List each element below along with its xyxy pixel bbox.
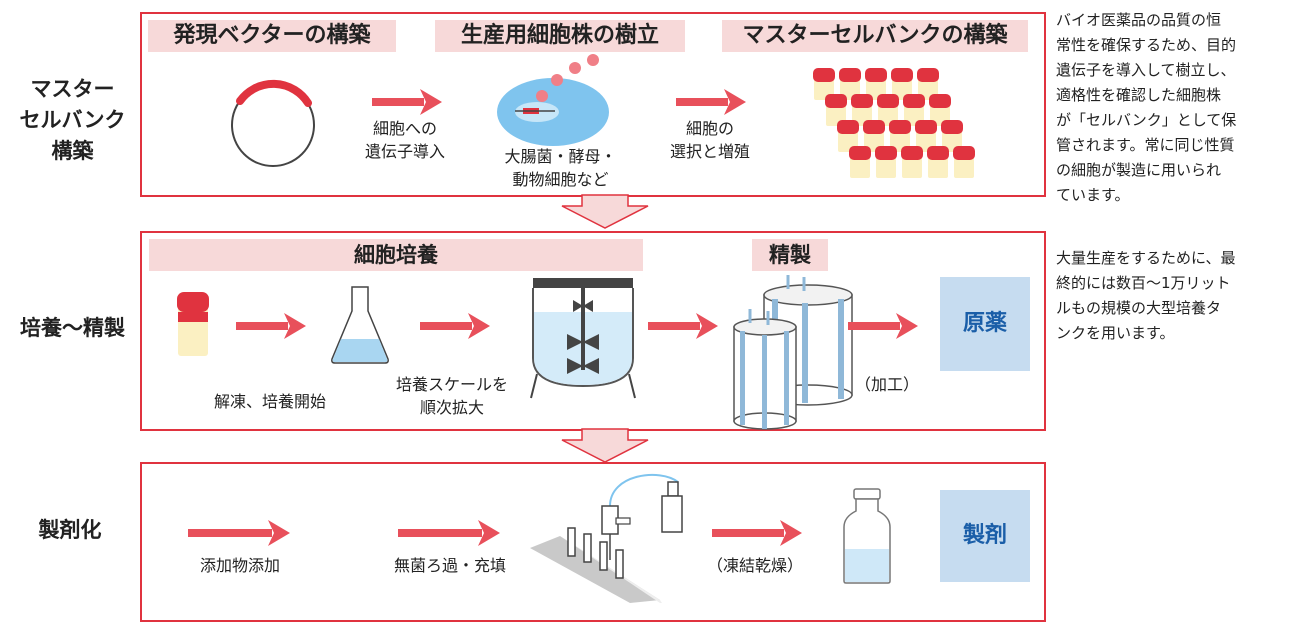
panel-formulation xyxy=(140,462,1046,622)
cell-bank-vial xyxy=(851,94,873,126)
note-cell-bank: バイオ医薬品の品質の恒 常性を確保するため、目的 遺伝子を導入して樹立し、 適格… xyxy=(1056,11,1237,204)
caption-filtration-filling: 無菌ろ過・充填 xyxy=(393,556,506,575)
result-drug-product: 製剤 xyxy=(940,490,1030,582)
cell-bank-vial xyxy=(915,120,937,152)
band-master-cell-bank: マスターセルバンクの構築 xyxy=(722,20,1028,52)
filling-machine-icon xyxy=(530,473,683,603)
down-arrow-icon xyxy=(561,194,649,229)
caption-gene-transfer: 細胞への 遺伝子導入 xyxy=(364,119,445,161)
vial-rack-icon xyxy=(813,68,975,178)
stage-label-culture-purification: 培養〜精製 xyxy=(20,316,125,340)
caption-selection-growth: 細胞の 選択と増殖 xyxy=(669,119,750,161)
cell-bank-vial xyxy=(837,120,859,152)
caption-scale-up: 培養スケールを 順次拡大 xyxy=(395,375,508,417)
arrow-icon xyxy=(848,313,918,339)
bioreactor-tank-icon xyxy=(530,278,636,399)
caption-host-cells: 大腸菌・酵母・ 動物細胞など xyxy=(504,147,617,189)
cell-bank-vial xyxy=(941,120,963,152)
band-vector-construction: 発現ベクターの構築 xyxy=(148,20,396,52)
down-arrow-icon xyxy=(561,428,649,463)
host-cell-icon xyxy=(497,54,609,146)
cell-bank-vial xyxy=(927,146,949,178)
arrow-icon xyxy=(712,520,802,546)
stage-label-master-cell-bank: マスター セルバンク 構築 xyxy=(19,77,126,163)
cell-bank-vial xyxy=(813,68,835,100)
cell-bank-vial xyxy=(917,68,939,100)
cell-bank-vial xyxy=(839,68,861,100)
caption-thaw-start: 解凍、培養開始 xyxy=(213,392,326,411)
result-drug-substance: 原薬 xyxy=(940,277,1030,371)
arrow-icon xyxy=(398,520,500,546)
cell-bank-vial xyxy=(863,120,885,152)
arrow-icon xyxy=(372,89,442,115)
arrow-icon xyxy=(188,520,290,546)
cell-bank-vial xyxy=(849,146,871,178)
caption-freeze-drying: （凍結乾燥） xyxy=(706,556,803,575)
arrow-icon xyxy=(236,313,306,339)
caption-additive: 添加物添加 xyxy=(199,556,280,575)
cell-bank-vial xyxy=(875,146,897,178)
cell-bank-vial xyxy=(891,68,913,100)
arrow-icon xyxy=(648,313,718,339)
cell-bank-vial xyxy=(889,120,911,152)
band-purification: 精製 xyxy=(752,239,828,271)
cell-bank-vial xyxy=(929,94,951,126)
cell-bank-vial xyxy=(953,146,975,178)
arrow-icon xyxy=(676,89,746,115)
stage-label-formulation: 製剤化 xyxy=(38,518,102,542)
cell-bank-vial xyxy=(865,68,887,100)
cell-bank-vial xyxy=(825,94,847,126)
chromatography-column-icon xyxy=(733,275,853,430)
cell-bank-vial xyxy=(877,94,899,126)
note-large-tank: 大量生産をするために、最 終的には数百〜1万リット ルもの規模の大型培養タ ンク… xyxy=(1056,249,1236,342)
glass-vial-icon xyxy=(843,488,891,584)
cryovial-icon xyxy=(177,292,209,356)
caption-processing: （加工） xyxy=(854,375,919,394)
cell-bank-vial xyxy=(901,146,923,178)
band-cell-line-establishment: 生産用細胞株の樹立 xyxy=(435,20,685,52)
band-cell-culture: 細胞培養 xyxy=(149,239,643,271)
flask-icon xyxy=(331,286,389,364)
plasmid-icon xyxy=(231,79,315,167)
cell-bank-vial xyxy=(903,94,925,126)
arrow-icon xyxy=(420,313,490,339)
